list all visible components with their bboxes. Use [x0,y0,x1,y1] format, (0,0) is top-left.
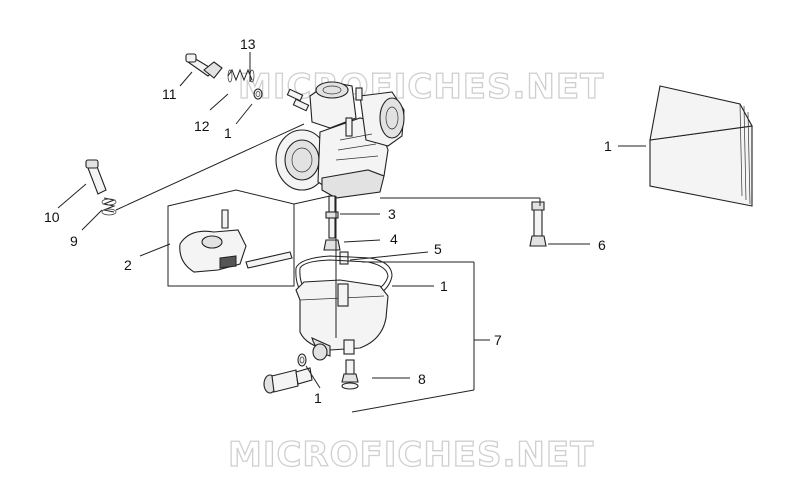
callout-10: 10 [44,209,60,225]
callout-5: 5 [434,241,442,257]
callout-11: 11 [162,86,177,102]
callout-13: 13 [240,36,256,52]
watermark-bottom: MICROFICHES.NET [228,435,594,475]
carburetor-body [275,81,405,199]
callout-2: 2 [124,257,132,273]
instruction-booklet [649,85,753,207]
callout-7: 7 [494,332,502,348]
leader-lines [57,52,646,413]
callout-labels: 13 11 12 1 10 9 2 3 4 5 6 1 7 8 1 1 [44,36,612,406]
callout-3: 3 [388,206,396,222]
callout-4: 4 [390,231,398,247]
callout-1-booklet: 1 [604,138,612,154]
callout-8: 8 [418,371,426,387]
callout-1-bottom: 1 [314,390,322,406]
callout-9: 9 [70,233,78,249]
jet-part-6 [529,201,547,247]
callout-6: 6 [598,237,606,253]
callout-1-top: 1 [224,125,232,141]
callout-12: 12 [194,118,210,134]
callout-1-bowl: 1 [440,278,448,294]
drain-screw [263,353,313,394]
float-bowl [295,279,389,361]
watermark-top: MICROFICHES.NET [238,67,604,107]
mixture-screw-assembly [85,159,117,216]
float-assembly-box [167,189,295,287]
bowl-screw [341,359,359,390]
